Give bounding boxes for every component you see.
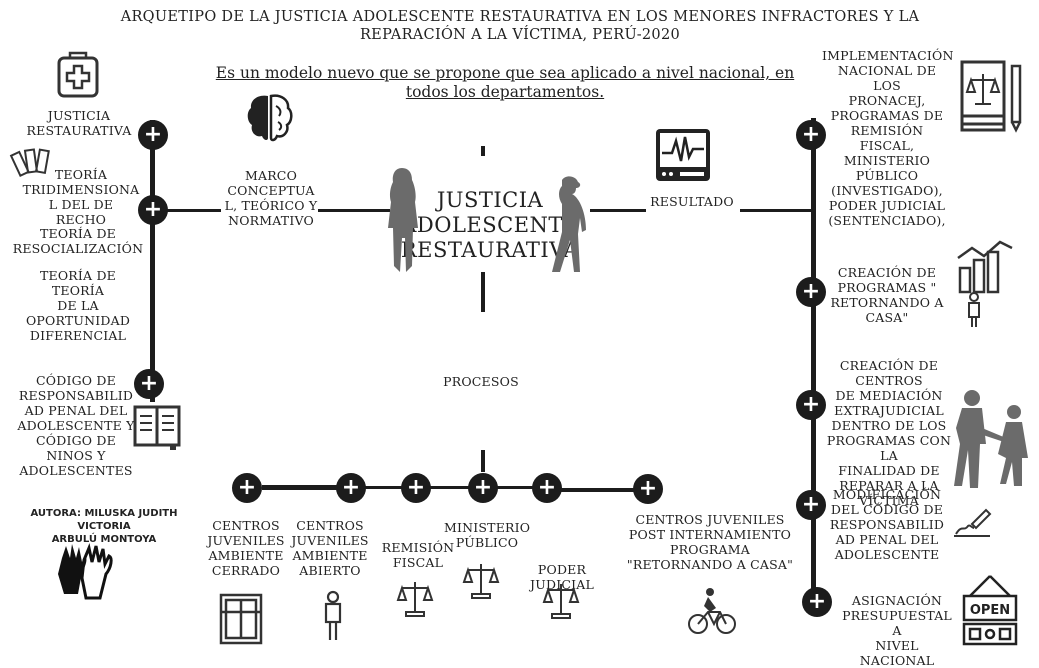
walking-couple-icon [954, 390, 1028, 488]
cerrado-label: CENTROS JUVENILES AMBIENTE CERRADO [207, 518, 285, 578]
node-post-plus[interactable]: + [633, 474, 663, 504]
window-icon [219, 593, 263, 645]
man-silhouette-icon [552, 176, 586, 272]
abierto-label: CENTROS JUVENILES AMBIENTE ABIERTO [291, 518, 369, 578]
node-creacion-centros-plus[interactable]: + [796, 390, 826, 420]
justicia-label: JUSTICIA RESTAURATIVA [26, 108, 132, 138]
gloves-icon [58, 542, 113, 600]
marco-label: MARCO CONCEPTUA L, TEÓRICO Y NORMATIVO [224, 168, 318, 228]
procesos-label: PROCESOS [443, 374, 519, 389]
node-teoria-plus[interactable]: + [138, 195, 168, 225]
left-vertical-line [150, 120, 155, 402]
asignacion-label: ASIGNACIÓN PRESUPUESTAL A NIVEL NACIONAL [842, 593, 952, 668]
post-label: CENTROS JUVENILES POST INTERNAMIENTO PRO… [626, 512, 794, 572]
bottom-horizontal-line-2 [350, 486, 550, 489]
woman-silhouette-icon [388, 168, 418, 272]
procesos-down-line [481, 450, 485, 472]
signing-hand-icon [954, 508, 992, 537]
law-book-icon [960, 60, 1022, 133]
scales-icon-poder [542, 584, 580, 619]
scales-icon-ministerio [462, 564, 500, 599]
open-sign-text: OPEN [970, 603, 1010, 618]
teoria-tri-label: TEORÍA TRIDIMENSIONA L DEL DE RECHO [22, 167, 140, 227]
node-cerrado-plus[interactable]: + [232, 473, 262, 503]
resultado-label: RESULTADO [650, 194, 734, 209]
person-icon [968, 292, 980, 327]
center-top-tick [481, 146, 485, 156]
node-creacion-prog-plus[interactable]: + [796, 277, 826, 307]
medical-kit-icon [57, 51, 99, 98]
ministerio-label: MINISTERIO PÚBLICO [444, 520, 531, 550]
node-abierto-plus[interactable]: + [336, 473, 366, 503]
node-ministerio-plus[interactable]: + [468, 473, 498, 503]
remision-label: REMISIÓN FISCAL [381, 540, 455, 570]
abierto-person-icon [324, 590, 342, 640]
center-to-resultado-line [590, 209, 646, 212]
creacion-prog-label: CREACIÓN DE PROGRAMAS " RETORNANDO A CAS… [830, 265, 944, 325]
node-poder-plus[interactable]: + [532, 473, 562, 503]
fan-deck-icon [9, 148, 50, 178]
bottom-horizontal-line-1 [262, 485, 350, 490]
author-label: AUTORA: MILUSKA JUDITH VICTORIA ARBULÚ M… [30, 508, 178, 545]
teoria-opo-label: TEORÍA DE TEORÍA DE LA OPORTUNIDAD DIFER… [25, 268, 131, 343]
monitor-heartbeat-icon [656, 129, 710, 181]
book-icon [133, 405, 181, 450]
open-sign-icon: OPEN [962, 575, 1018, 646]
node-codigo-plus[interactable]: + [134, 369, 164, 399]
node-implementacion-plus[interactable]: + [796, 120, 826, 150]
bottom-horizontal-line-3 [560, 488, 636, 492]
node-remision-plus[interactable]: + [401, 473, 431, 503]
brain-icon [247, 94, 293, 142]
node-modificacion-plus[interactable]: + [796, 490, 826, 520]
node-asignacion-plus[interactable]: + [802, 587, 832, 617]
cyclist-icon [688, 588, 736, 634]
codigo-label: CÓDIGO DE RESPONSABILID AD PENAL DEL ADO… [17, 373, 135, 478]
center-title: JUSTICIA ADOLESCENTE RESTAURATIVA [400, 188, 580, 262]
implementacion-label: IMPLEMENTACIÓN NACIONAL DE LOS PRONACEJ,… [822, 48, 954, 228]
node-justicia-plus[interactable]: + [138, 120, 168, 150]
page-subtitle: Es un modelo nuevo que se propone que se… [215, 64, 795, 101]
right-vertical-line [811, 118, 816, 608]
marco-connector-line [153, 209, 221, 212]
modificacion-label: MODIFICACIÓN DEL CÓDIGO DE RESPONSABILID… [829, 487, 945, 562]
creacion-centros-label: CREACIÓN DE CENTROS DE MEDIACIÓN EXTRAJU… [826, 358, 952, 508]
bar-chart-icon [957, 240, 1013, 294]
marco-to-center-line [318, 209, 390, 212]
resultado-to-right-line [740, 209, 812, 212]
center-down-line [481, 272, 485, 312]
scales-icon-remision [396, 582, 434, 617]
page-title: ARQUETIPO DE LA JUSTICIA ADOLESCENTE RES… [120, 9, 920, 43]
teoria-reso-label: TEORÍA DE RESOCIALIZACIÓN [12, 226, 144, 256]
